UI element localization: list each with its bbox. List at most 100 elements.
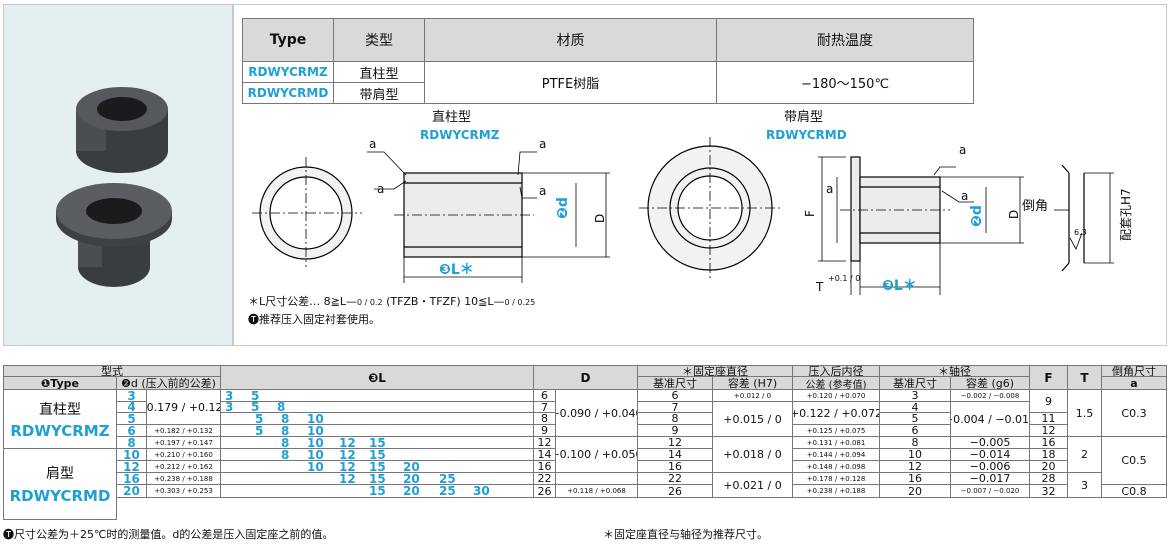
press-tolerance: +0.120 / +0.070 xyxy=(793,390,880,402)
D-value: 12 xyxy=(534,437,556,449)
L-value: 12 xyxy=(339,461,356,473)
d-value: 10 xyxy=(117,449,147,461)
fix-nominal: 16 xyxy=(638,461,713,473)
surface-roughness-label: 6.3 xyxy=(1074,228,1087,237)
T-value: 3 xyxy=(1068,473,1102,498)
left-view-title: 直柱型 xyxy=(432,110,472,125)
length-tolerance-note: ＊L尺寸公差… 8≧L—0 / 0.2 (TFZB・TFZF) 10≦L—0 /… xyxy=(248,296,535,307)
length-label-left: ❸L＊ xyxy=(439,262,474,278)
L-value: 15 xyxy=(369,437,386,449)
D-value: 6 xyxy=(534,390,556,402)
spec-table: 型式 ❶Type ❷d (压入前的公差) ❸L D ＊固定座直径 基准尺寸 容差… xyxy=(3,365,1167,520)
D-tolerance: +0.118 / +0.068 xyxy=(556,485,638,498)
press-tolerance: +0.144 / +0.094 xyxy=(793,449,880,461)
fit-hole-label: 配套孔H7 xyxy=(1119,188,1133,241)
shaft-nominal: 8 xyxy=(880,437,951,449)
header-type: Type xyxy=(242,18,334,62)
footer-note-left: 🅣尺寸公差为＋25℃时的测量值。d的公差是压入固定座之前的值。 xyxy=(3,528,334,541)
shaft-nominal: 20 xyxy=(880,485,951,498)
shaft-nominal: 16 xyxy=(880,473,951,485)
technical-drawing xyxy=(252,137,1114,295)
press-tolerance: +0.122 / +0.072 xyxy=(793,402,880,425)
fix-tolerance: +0.018 / 0 xyxy=(713,437,793,473)
inner-diameter-label-left: ❷d xyxy=(555,197,571,219)
type-code-d: RDWYCRMD xyxy=(242,83,334,104)
D-value: 16 xyxy=(534,461,556,473)
fix-nominal: 8 xyxy=(638,413,713,425)
L-value: 15 xyxy=(369,449,386,461)
col-F: F xyxy=(1030,365,1068,390)
D-value: 8 xyxy=(534,413,556,425)
d-value: 12 xyxy=(117,461,147,473)
D-value: 9 xyxy=(534,425,556,437)
inner-diameter-label-right: ❷d xyxy=(969,205,985,227)
L-value: 10 xyxy=(307,425,324,437)
flanged-bushing-image xyxy=(56,183,172,287)
press-fit-note: 🅣推荐压入固定衬套使用。 xyxy=(248,313,380,326)
chamfer-label-a4: a xyxy=(539,184,547,198)
shaft-tolerance: −0.017 xyxy=(951,473,1030,485)
L-row: 8 10 12 15 xyxy=(221,437,534,449)
F-value: 32 xyxy=(1030,485,1068,498)
press-tolerance: +0.125 / +0.075 xyxy=(793,425,880,437)
col-press: 压入后内径 xyxy=(793,365,880,377)
length-label-right: ❸L＊ xyxy=(882,278,917,294)
col-fix-group: ＊固定座直径 xyxy=(638,365,793,377)
fix-tolerance: +0.015 / 0 xyxy=(713,402,793,437)
type-flanged-code: RDWYCRMD xyxy=(9,487,111,505)
L-value: 8 xyxy=(281,437,290,449)
outer-diameter-label-right: D xyxy=(1007,209,1021,219)
press-tolerance: +0.131 / +0.081 xyxy=(793,437,880,449)
press-tolerance: +0.178 / +0.128 xyxy=(793,473,880,485)
chamfer-label-a6: a xyxy=(826,182,834,196)
col-L: ❸L xyxy=(221,365,534,390)
d-tolerance: +0.303 / +0.253 xyxy=(147,485,221,498)
F-value: 12 xyxy=(1030,425,1068,437)
F-value: 11 xyxy=(1030,413,1068,425)
header-material: 材质 xyxy=(425,18,717,62)
d-value: 5 xyxy=(117,413,147,425)
L-value: 8 xyxy=(281,413,290,425)
type-group-straight: 直柱型 RDWYCRMZ xyxy=(3,390,117,449)
flange-diameter-label: F xyxy=(803,210,817,217)
L-value: 12 xyxy=(339,473,356,485)
length-tolerance-prefix: ＊L尺寸公差… 8≧L— xyxy=(248,295,357,308)
D-value: 14 xyxy=(534,449,556,461)
L-value: 3 xyxy=(225,390,234,402)
fix-nominal: 6 xyxy=(638,390,713,402)
fix-nominal: 22 xyxy=(638,473,713,485)
L-value: 15 xyxy=(369,485,386,498)
d-tolerance: +0.182 / +0.132 xyxy=(147,425,221,437)
shaft-tolerance: −0.007 / −0.020 xyxy=(951,485,1030,498)
col-press-sub: 公差 (参考值) xyxy=(793,377,880,390)
L-value: 5 xyxy=(251,390,260,402)
type-category-d: 带肩型 xyxy=(334,83,425,104)
chamfer-label-a3: a xyxy=(377,182,385,196)
d-value: 20 xyxy=(117,485,147,498)
flange-thickness-label: T xyxy=(816,280,824,294)
straight-bushing-image xyxy=(76,87,168,173)
L-value: 25 xyxy=(439,485,456,498)
L-value: 20 xyxy=(403,461,420,473)
L-value: 10 xyxy=(307,437,324,449)
L-value: 12 xyxy=(339,437,356,449)
shaft-nominal: 3 xyxy=(880,390,951,402)
shaft-nominal: 6 xyxy=(880,425,951,437)
col-T: T xyxy=(1068,365,1102,390)
D-value: 7 xyxy=(534,402,556,413)
chamfer-value: C0.5 xyxy=(1102,437,1167,485)
L-value: 5 xyxy=(255,425,264,437)
chamfer-callout: 倒角 xyxy=(1022,199,1049,214)
chamfer-label-a1: a xyxy=(369,137,377,151)
F-value: 9 xyxy=(1030,390,1068,413)
fix-nominal: 14 xyxy=(638,449,713,461)
L-value: 10 xyxy=(307,461,324,473)
D-tolerance: +0.100 / +0.050 xyxy=(556,437,638,473)
L-value: 5 xyxy=(251,402,260,413)
